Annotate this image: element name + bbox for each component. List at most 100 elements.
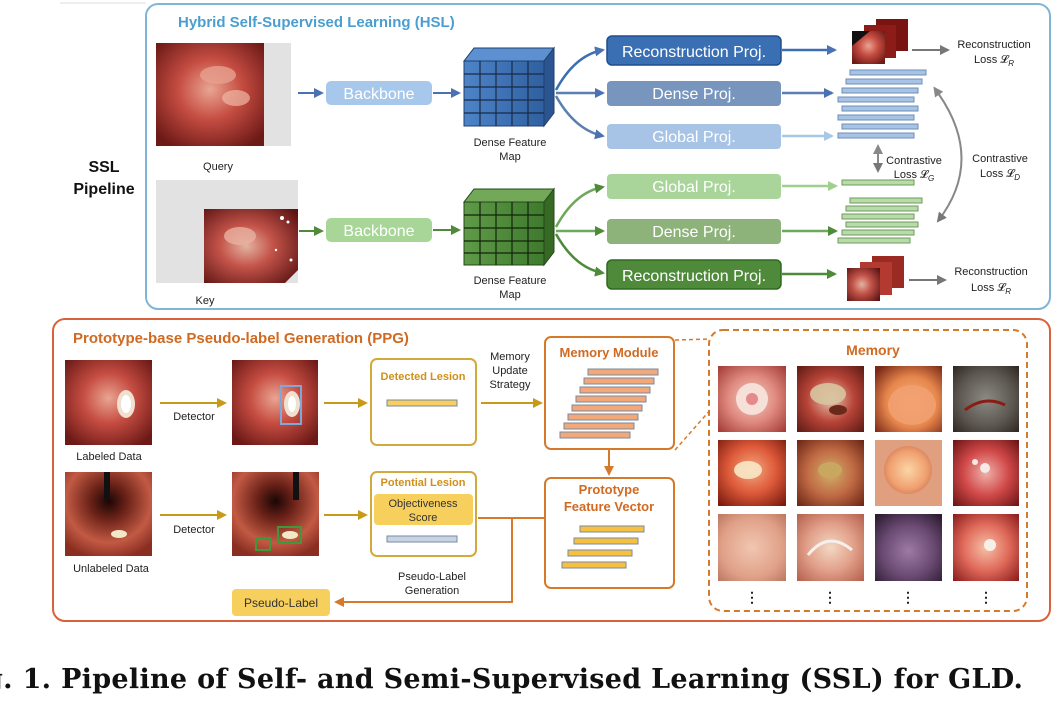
contrastive-d-sub: D [1014,173,1020,182]
ssl-side-label: SSL [88,159,119,176]
dense-map-bottom-label-2: Map [499,289,520,301]
arrow-cube-global-bottom [554,183,605,228]
memory-image-8 [953,440,1019,506]
feature-stack-green-dense [837,179,923,244]
memory-module-vectors [559,368,659,439]
memory-image-12 [953,514,1019,581]
contrastive-g-text: Loss 𝓛 [894,168,930,181]
backbone-bottom-label: Backbone [343,223,414,240]
arrow-cube-recon-top [554,46,605,91]
bbox-unlabeled-2 [255,537,271,551]
bbox-unlabeled-1 [277,526,302,544]
unlabeled-data-label: Unlabeled Data [73,563,150,575]
pseudo-label-arrow [334,518,513,607]
detector-top-label: Detector [173,411,215,423]
memory-update-label-1: Memory [490,351,530,363]
memory-ellipsis-1: ⋮ [745,589,759,605]
contrastive-g-1: Contrastive [886,155,942,167]
contrastive-g-2: Loss 𝓛G [894,168,935,183]
potential-lesion-box: Potential Lesion Objectiveness Score [370,471,477,557]
unlabeled-data-image [65,472,152,556]
memory-update-label-2: Update [492,365,527,377]
contrastive-d-text: Loss 𝓛 [980,167,1016,180]
dense-proj-top-box: Dense Proj. [607,81,781,106]
recon-proj-bottom-box: Reconstruction Proj. [606,259,782,290]
global-proj-bottom-label: Global Proj. [652,179,736,196]
memory-image-9 [718,514,786,581]
potential-lesion-label: Potential Lesion [381,477,466,489]
memory-connector-top [674,338,713,341]
memory-connector-bottom [674,407,713,451]
recon-loss-bottom-2: Loss 𝓛R [971,281,1011,296]
dense-feature-cube-blue [462,46,556,128]
detected-lesion-box: Detected Lesion [370,358,477,446]
memory-image-4 [953,366,1019,432]
memory-ellipsis-4: ⋮ [979,589,993,605]
arrow-cube-recon-bottom [554,233,605,277]
figure-caption: g. 1. Pipeline of Self- and Semi-Supervi… [0,662,1064,701]
recon-loss-top-1: Reconstruction [957,39,1030,51]
prototype-label-2: Feature Vector [564,499,654,514]
objectiveness-score-box [374,494,473,525]
pseudo-label-box: Pseudo-Label [232,589,330,616]
dense-map-top-label-1: Dense Feature [474,137,547,149]
key-image [156,180,298,283]
query-label: Query [203,161,233,173]
recon-proj-top-label: Reconstruction Proj. [622,44,766,61]
hsl-title: Hybrid Self-Supervised Learning (HSL) [178,14,455,31]
detected-lesion-vector [386,399,458,407]
prototype-vectors [561,525,645,569]
recon-loss-top-2: Loss 𝓛R [974,53,1014,68]
memory-image-3 [875,366,942,432]
contrastive-g-sub: G [928,174,934,183]
feature-stack-blue-dense [837,69,927,139]
recon-loss-bottom-1: Reconstruction [954,266,1027,278]
memory-image-5 [718,440,786,506]
dense-map-bottom-label-1: Dense Feature [474,275,547,287]
query-image [156,43,291,146]
pseudo-gen-label-1: Pseudo-Label [398,571,466,583]
objectiveness-label-2: Score [409,512,438,524]
recon-loss-top-sub: R [1008,59,1014,68]
memory-image-10 [797,514,864,581]
dense-proj-bottom-label: Dense Proj. [652,224,736,241]
prototype-label-1: Prototype [579,482,640,497]
memory-module-label: Memory Module [560,345,659,360]
arrow-contrastive-d [933,86,963,223]
dense-feature-cube-green [462,187,556,267]
detected-unlabeled-image [232,472,319,556]
dense-proj-top-label: Dense Proj. [652,86,736,103]
backbone-top-label: Backbone [343,86,414,103]
recon-proj-top-box: Reconstruction Proj. [606,35,782,66]
recon-images-top [852,19,908,64]
recon-loss-top-text: Loss 𝓛 [974,53,1010,66]
recon-loss-bottom-sub: R [1005,287,1011,296]
memory-image-1 [718,366,786,432]
key-label: Key [196,295,215,307]
backbone-top-button: Backbone [326,81,432,105]
recon-images-bottom [847,256,904,301]
dense-map-top-label-2: Map [499,151,520,163]
global-proj-bottom-box: Global Proj. [607,174,781,199]
objectiveness-label-1: Objectiveness [388,498,458,510]
memory-update-label-3: Strategy [490,379,531,391]
potential-lesion-vector [386,535,458,543]
labeled-data-label: Labeled Data [76,451,142,463]
detected-labeled-image [232,360,318,445]
dense-proj-bottom-box: Dense Proj. [607,219,781,244]
pipeline-side-label: Pipeline [73,181,134,198]
memory-image-2 [797,366,864,432]
pseudo-label-text: Pseudo-Label [244,596,318,610]
recon-loss-bottom-text: Loss 𝓛 [971,281,1007,294]
ppg-title: Prototype-base Pseudo-label Generation (… [73,330,409,347]
memory-gallery-title: Memory [846,342,900,358]
memory-image-7 [875,440,942,506]
global-proj-top-box: Global Proj. [607,124,781,149]
memory-ellipsis-3: ⋮ [901,589,915,605]
memory-ellipsis-2: ⋮ [823,589,837,605]
labeled-data-image [65,360,152,445]
detected-lesion-label: Detected Lesion [381,371,466,383]
recon-proj-bottom-label: Reconstruction Proj. [622,268,766,285]
prototype-feature-box: Prototype Feature Vector [544,477,675,589]
memory-gallery-box [708,329,1028,612]
